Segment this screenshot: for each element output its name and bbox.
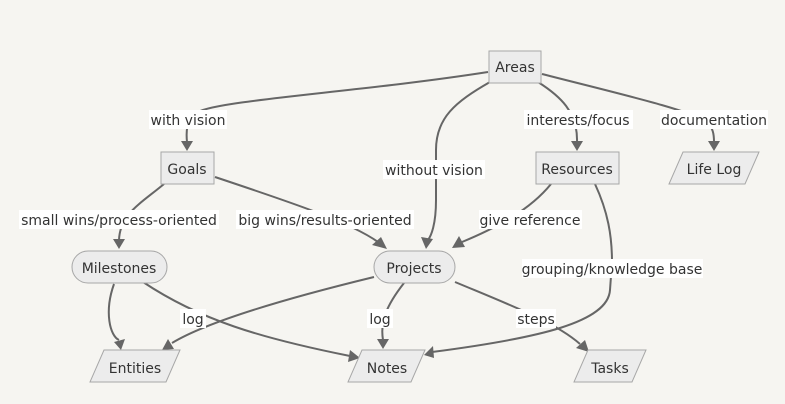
edge-label-documentation: documentation xyxy=(661,113,767,129)
arrow-areas-goals xyxy=(181,141,193,151)
node-projects[interactable]: Projects xyxy=(373,250,456,284)
edge-goals-milestones xyxy=(118,183,165,241)
node-label-milestones: Milestones xyxy=(82,261,157,277)
edge-label-log-milestones: log xyxy=(182,312,203,328)
node-areas[interactable]: Areas xyxy=(488,50,542,84)
node-label-areas: Areas xyxy=(495,60,535,76)
edge-label-give-reference: give reference xyxy=(480,213,581,229)
nodes: Areas Goals Resources Life Log Milestone… xyxy=(71,50,760,383)
edge-milestones-entities xyxy=(107,283,120,341)
arrow-goals-milestones xyxy=(113,239,125,249)
node-label-projects: Projects xyxy=(386,261,441,277)
node-label-goals: Goals xyxy=(167,162,206,178)
node-goals[interactable]: Goals xyxy=(160,151,215,185)
edge-labels: with vision without vision interests/foc… xyxy=(19,110,768,328)
arrow-goals-projects xyxy=(372,237,387,249)
edge-milestones-notes xyxy=(142,281,351,357)
edge-label-big-wins: big wins/results-oriented xyxy=(238,213,411,229)
node-milestones[interactable]: Milestones xyxy=(71,250,168,284)
edge-label-log-projects: log xyxy=(369,312,390,328)
arrow-projects-notes xyxy=(377,339,389,349)
node-tasks[interactable]: Tasks xyxy=(573,349,647,383)
edge-areas-resources xyxy=(537,81,579,143)
edge-resources-notes xyxy=(431,183,614,353)
edge-projects-entities xyxy=(171,276,375,344)
node-label-entities: Entities xyxy=(109,361,161,377)
edge-label-interests-focus: interests/focus xyxy=(526,113,629,129)
node-label-resources: Resources xyxy=(541,162,613,178)
arrow-milestones-entities xyxy=(114,339,125,350)
node-label-tasks: Tasks xyxy=(590,361,629,377)
arrow-resources-notes xyxy=(424,346,434,358)
edge-label-steps: steps xyxy=(517,312,555,328)
arrow-projects-tasks xyxy=(576,340,589,352)
node-resources[interactable]: Resources xyxy=(535,151,620,185)
edge-label-small-wins: small wins/process-oriented xyxy=(21,213,217,229)
arrow-projects-entities xyxy=(162,339,174,350)
edge-goals-projects xyxy=(214,176,379,243)
edge-areas-projects xyxy=(427,81,491,241)
node-life-log[interactable]: Life Log xyxy=(668,151,760,185)
node-entities[interactable]: Entities xyxy=(89,349,181,383)
edge-label-with-vision: with vision xyxy=(151,113,226,129)
arrow-resources-projects xyxy=(452,236,465,248)
arrow-areas-resources xyxy=(571,141,583,151)
node-notes[interactable]: Notes xyxy=(347,349,426,383)
node-label-notes: Notes xyxy=(367,361,407,377)
edge-label-grouping: grouping/knowledge base xyxy=(522,262,703,278)
arrow-milestones-notes xyxy=(348,350,360,362)
arrow-areas-lifelog xyxy=(708,141,720,151)
node-label-life-log: Life Log xyxy=(687,162,742,178)
edge-label-without-vision: without vision xyxy=(385,163,483,179)
edge-areas-goals xyxy=(185,71,489,143)
arrow-areas-projects xyxy=(421,237,433,249)
